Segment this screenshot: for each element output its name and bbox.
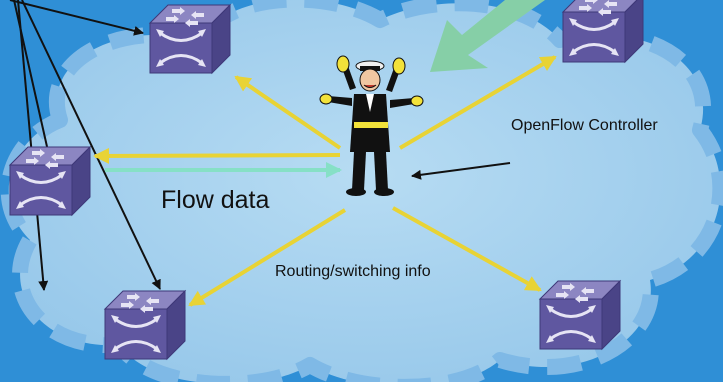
switch-top-right-icon: [561, 0, 645, 64]
switch-left-icon: [8, 145, 92, 217]
controller-pointer-arrow: [411, 162, 511, 180]
yellow-control-arrows: [93, 55, 557, 307]
black-arrows-from-source: [9, 0, 161, 291]
switch-top-left-icon: [148, 3, 232, 75]
green-arrow: [430, 0, 545, 72]
switch-bottom-left-icon: [103, 289, 187, 361]
traffic-officer-icon: [319, 55, 424, 196]
switch-bottom-right-icon: [538, 279, 622, 351]
flow-data-label: Flow data: [161, 186, 270, 214]
openflow-controller-label: OpenFlow Controller: [511, 117, 658, 134]
routing-switching-info-label: Routing/switching info: [275, 263, 431, 280]
